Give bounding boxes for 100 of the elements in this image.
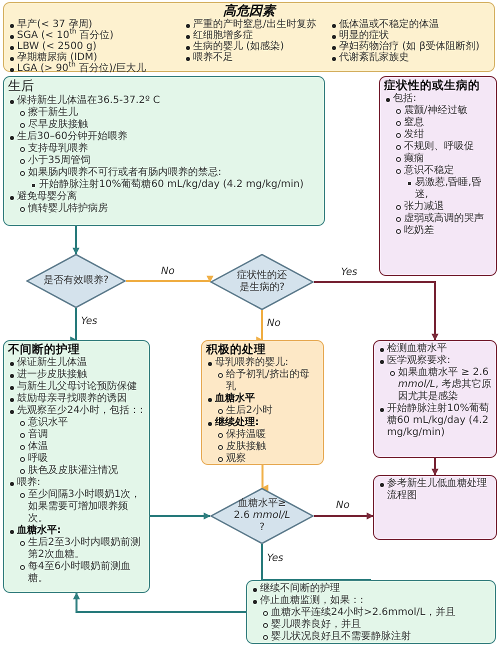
list-item: 避免母婴分离	[8, 190, 320, 203]
list-item: 喂养不足	[184, 52, 326, 63]
list-item: 孕妇药物治疗 (如 β受体阻断剂)	[330, 41, 490, 52]
list-item: 婴儿喂养良好，并且	[251, 619, 491, 631]
connector-arrow	[72, 226, 80, 255]
list-item: 血糖水平	[206, 392, 319, 405]
list-item: 早产(< 37 孕周)	[8, 19, 180, 30]
list-item: 易激惹,昏睡,昏迷,	[384, 176, 492, 201]
list-item: 严重的产时窒息/出生时复苏	[184, 19, 326, 30]
list-item: 明显的症状	[330, 30, 490, 41]
list-item: 观察	[206, 452, 319, 465]
list-item: 继续处理:	[206, 416, 319, 429]
list-item: 血糖水平连续24小时>2.6mmol/L，并且	[251, 607, 491, 619]
alert-box	[373, 340, 497, 458]
list-item: SGA (< 10$^{th}$ 百分位)	[8, 30, 180, 41]
care-box	[3, 76, 325, 226]
list-item: 意识不稳定	[384, 164, 492, 177]
list-item: 保持温暖	[206, 428, 319, 441]
connector-arrow	[314, 512, 374, 520]
box-heading: 生后	[8, 79, 35, 94]
list-item: 喂养:	[8, 476, 145, 489]
list-item: 孕期糖尿病 (IDM)	[8, 52, 180, 63]
connector-arrow	[126, 276, 214, 283]
list-item: 与新生儿父母讨论预防保健	[8, 380, 145, 393]
list-item: 先观察至少24小时，包括：:	[8, 404, 145, 417]
list-item: 每4至6小时喂奶前测血糖。	[8, 560, 145, 585]
connector-arrow	[150, 512, 211, 520]
list-item: 检测血糖水平	[378, 343, 492, 355]
edge-label: Yes	[80, 316, 98, 327]
list-item: 开始静脉注射10%葡萄糖60 mL/kg/day (4.2 mg/kg/min)	[378, 403, 492, 439]
list-item: 震颤/神经过敏	[384, 104, 492, 117]
list-item: 包括:	[384, 92, 492, 105]
list-item: 继续不间断的护理	[251, 583, 491, 595]
list-item: LGA (> 90$^{th}$ 百分位)/巨大儿	[8, 63, 180, 74]
decision-diamond	[210, 488, 314, 544]
connector-arrow	[73, 592, 246, 613]
care-box	[246, 580, 496, 644]
edge-label: No	[266, 318, 282, 329]
list-item: 窒息	[384, 116, 492, 129]
list-item: 保证新生儿体温	[8, 356, 145, 369]
decision-question: 症状性的还是生病的?	[236, 270, 288, 294]
list-item: 吃奶差	[384, 224, 492, 237]
treatment-box	[201, 340, 324, 465]
list-item: 参考新生儿低血糖处理流程图	[378, 478, 492, 502]
list-item: 意识水平	[8, 416, 145, 429]
list-item: 尽早皮肤接触	[8, 118, 320, 131]
decision-question: 血糖水平≥ 2.6 mmol/L ?	[233, 498, 291, 534]
risk-factor-panel	[3, 2, 495, 72]
box-heading: 不间断的护理	[8, 343, 81, 356]
box-heading: 积极的处理	[206, 343, 267, 356]
edge-label: No	[160, 266, 176, 277]
list-item: 医学观察要求:	[378, 355, 492, 367]
care-box	[3, 340, 150, 593]
connector-arrow	[314, 281, 438, 341]
list-item: 如果血糖水平 ≥ 2.6 mmol/L, 考虑其它原因尤其是感染	[378, 367, 492, 403]
list-item: 生病的婴儿 (如感染)	[184, 41, 326, 52]
list-item: 虚弱或高调的哭声	[384, 212, 492, 225]
decision-diamond	[26, 254, 126, 308]
list-item: 鼓励母亲寻找喂养的诱因	[8, 392, 145, 405]
connector-arrow	[432, 458, 438, 476]
decision-diamond	[210, 254, 314, 310]
edge-label: Yes	[266, 553, 284, 564]
list-item: 给予初乳/挤出的母乳	[206, 368, 319, 393]
list-item: 发绀	[384, 128, 492, 141]
list-item: 保持新生儿体温在36.5-37.2º C	[8, 94, 320, 107]
connector-arrow	[261, 465, 268, 492]
list-item: 如果肠内喂养不可行或者有肠内喂养的禁忌:	[8, 166, 320, 179]
decision-question: 是否有效喂养?	[43, 275, 109, 287]
list-item: LBW (< 2500 g)	[8, 41, 180, 52]
list-item: 红细胞增多症	[184, 30, 326, 41]
list-item: 停止血糖监测，如果：:	[251, 595, 491, 607]
list-item: 肤色及皮肤灌注情况	[8, 464, 145, 477]
list-item: 音调	[8, 428, 145, 441]
list-item: 进一步皮肤接触	[8, 368, 145, 381]
list-item: 代谢紊乱家族史	[330, 52, 490, 63]
list-item: 开始静脉注射10%葡萄糖60 mL/kg/day (4.2 mg/kg/min)	[8, 178, 320, 191]
list-item: 张力减退	[384, 200, 492, 213]
alert-box	[379, 76, 497, 276]
list-item: 婴儿状况良好且不需要静脉注射	[251, 631, 491, 643]
box-heading: 高危因素	[222, 5, 276, 19]
list-item: 低体温或不稳定的体温	[330, 19, 490, 30]
list-item: 呼吸	[8, 452, 145, 465]
list-item: 生后2小时	[206, 404, 319, 417]
list-item: 生后30–60分钟开始喂养	[8, 130, 320, 143]
list-item: 至少间隔3小时喂奶1次，如果需要可增加喂养频次。	[8, 488, 145, 525]
list-item: 体温	[8, 440, 145, 453]
list-item: 皮肤接触	[206, 440, 319, 453]
list-item: 支持母乳喂养	[8, 142, 320, 155]
edge-label: No	[335, 500, 351, 511]
alert-box	[373, 475, 497, 540]
list-item: 不规则、呼吸促	[384, 140, 492, 153]
list-item: 慎转婴儿特护病房	[8, 202, 320, 215]
list-item: 生后2至3小时内喂奶前测第2次血糖。	[8, 536, 145, 561]
edge-label: Yes	[340, 267, 358, 278]
list-item: 母乳喂养的婴儿:	[206, 356, 319, 369]
box-heading: 症状性的或生病的	[384, 79, 481, 93]
list-item: 小于35周管饲	[8, 154, 320, 167]
list-item: 血糖水平:	[8, 524, 145, 537]
list-item: 擦干新生儿	[8, 106, 320, 119]
list-item: 癫痫	[384, 152, 492, 165]
